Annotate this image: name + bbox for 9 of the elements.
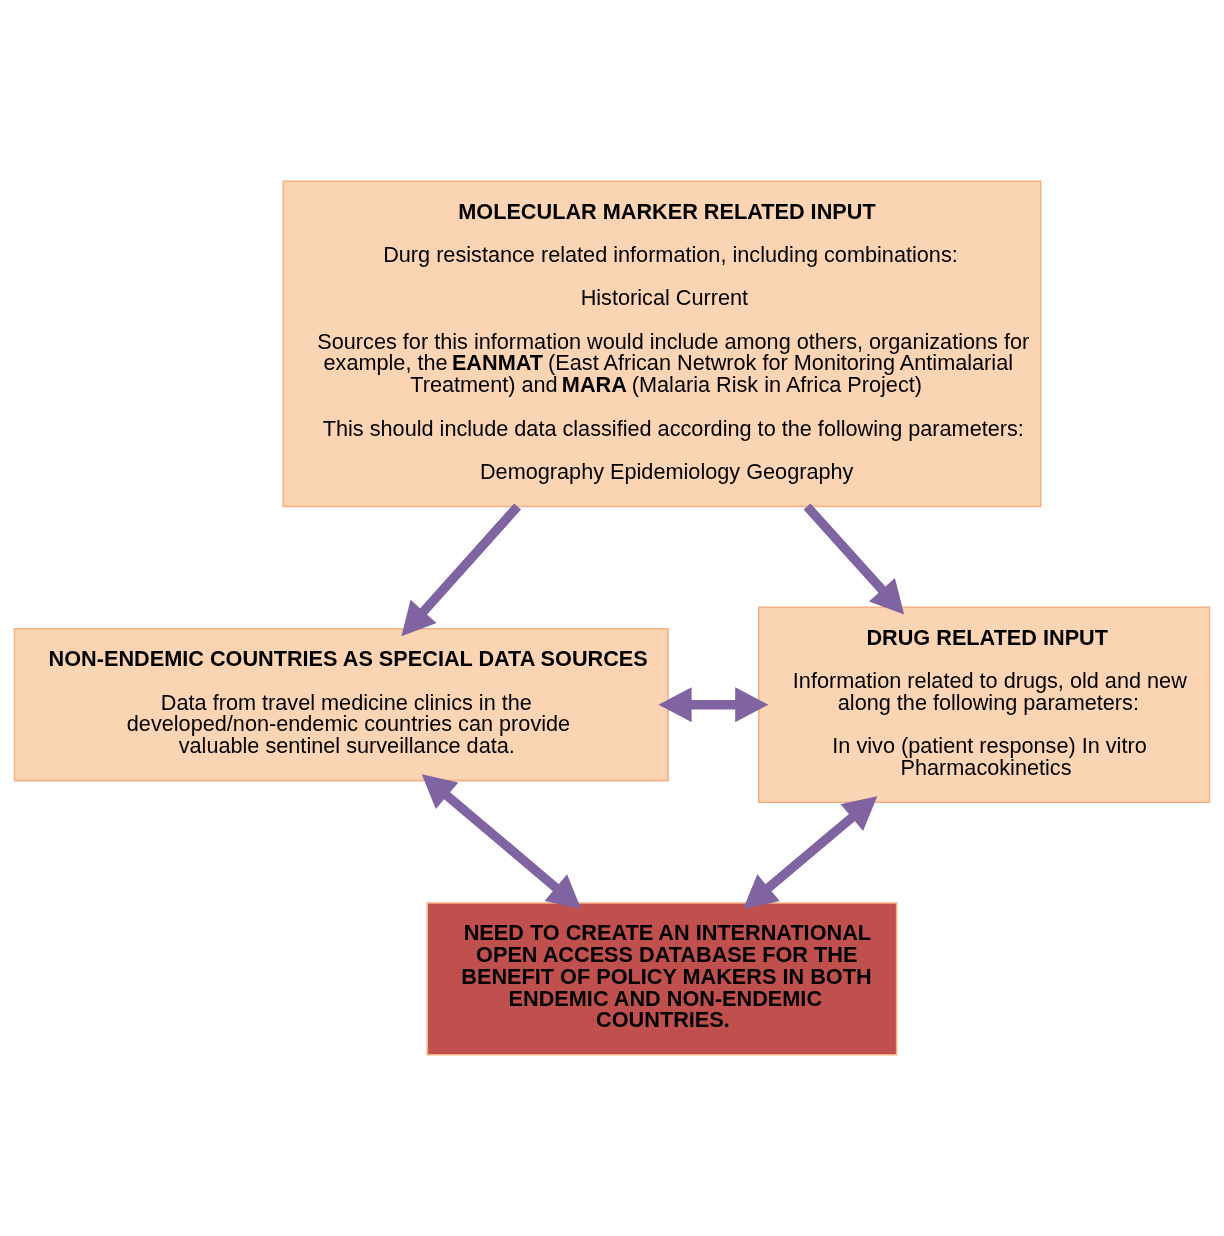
- node-box: MOLECULAR MARKER RELATED INPUT Durg resistance related information, including combinations: Historical Current Sources for this information would include among others, organizations for example, the EANMAT (East African Netwrok for Monitoring Antimalarial Treatment) and MARA (Malaria Risk in Africa Project) This should include data classified according to the following parameters: Demography Epidemiology Geography: [282, 180, 1042, 508]
- arrow: [421, 774, 582, 910]
- node-box: DRUG RELATED INPUT Information related to drugs, old and new along the following parameters: In vivo (patient response) In vitro Pharmacokinetics: [758, 606, 1211, 804]
- arrow: [658, 687, 769, 723]
- arrow: [743, 796, 878, 910]
- node-box: NEED TO CREATE AN INTERNATIONAL OPEN ACCESS DATABASE FOR THE BENEFIT OF POLICY MAKERS IN BOTH ENDEMIC AND NON-ENDEMIC COUNTRIES.: [426, 902, 898, 1056]
- arrow: [401, 503, 522, 637]
- arrow: [803, 503, 905, 615]
- node-box: NON-ENDEMIC COUNTRIES AS SPECIAL DATA SOURCES Data from travel medicine clinics in the developed/non-endemic countries can provide valuable sentinel surveillance data.: [13, 628, 669, 782]
